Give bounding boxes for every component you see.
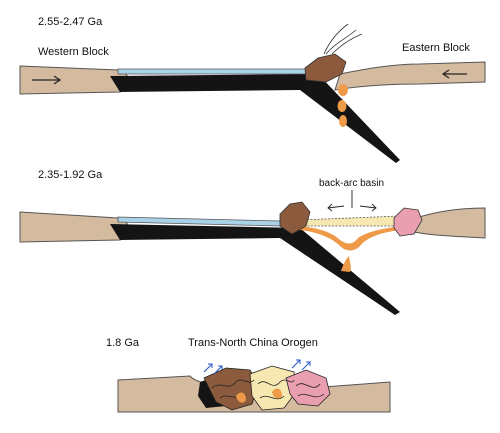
eastern-block-crust (404, 207, 486, 239)
magma-intrusion (272, 388, 282, 399)
magma-blob (338, 84, 348, 96)
thrust-arrows-icon (203, 359, 311, 375)
arrow-right-icon (32, 75, 62, 85)
back-arc-magma (300, 226, 402, 251)
folded-pink-block (285, 369, 331, 407)
back-arc-crust (299, 215, 403, 227)
back-arc-basin-label: back-arc basin (319, 178, 384, 189)
magma-intrusion (236, 392, 246, 403)
stage-2-panel: 2.35-1.92 Ga back-arc basin (19, 169, 486, 315)
eastern-block-crust (334, 61, 486, 91)
stage-1-panel: 2.55-2.47 Ga Western Block Eastern Block (19, 16, 486, 163)
ocean-water (117, 68, 313, 75)
folded-back-arc-block (249, 365, 297, 411)
magma-blob (337, 100, 347, 112)
stage-2-age-label: 2.35-1.92 Ga (38, 169, 103, 181)
magma-blob (339, 115, 347, 127)
volcanic-plume (323, 23, 363, 55)
magma-blob (341, 256, 351, 272)
oceanic-slab (110, 74, 400, 163)
stage-3-age-label: 1.8 Ga (106, 337, 140, 349)
arrow-left-icon (441, 69, 467, 79)
orogen-label: Trans-North China Orogen (188, 337, 318, 349)
pink-crustal-block (393, 207, 423, 237)
extension-arrows-icon (327, 203, 377, 212)
stage-1-age-label: 2.55-2.47 Ga (38, 16, 103, 28)
ocean-water (117, 216, 281, 227)
eastern-block-label: Eastern Block (402, 42, 470, 54)
volcanic-arc (279, 201, 311, 235)
fold-lines (211, 379, 325, 400)
western-block-label: Western Block (38, 46, 109, 58)
oceanic-slab (110, 224, 400, 315)
volcanic-arc (304, 53, 347, 83)
stage-3-panel: 1.8 Ga Trans-North China Orogen (106, 337, 391, 413)
